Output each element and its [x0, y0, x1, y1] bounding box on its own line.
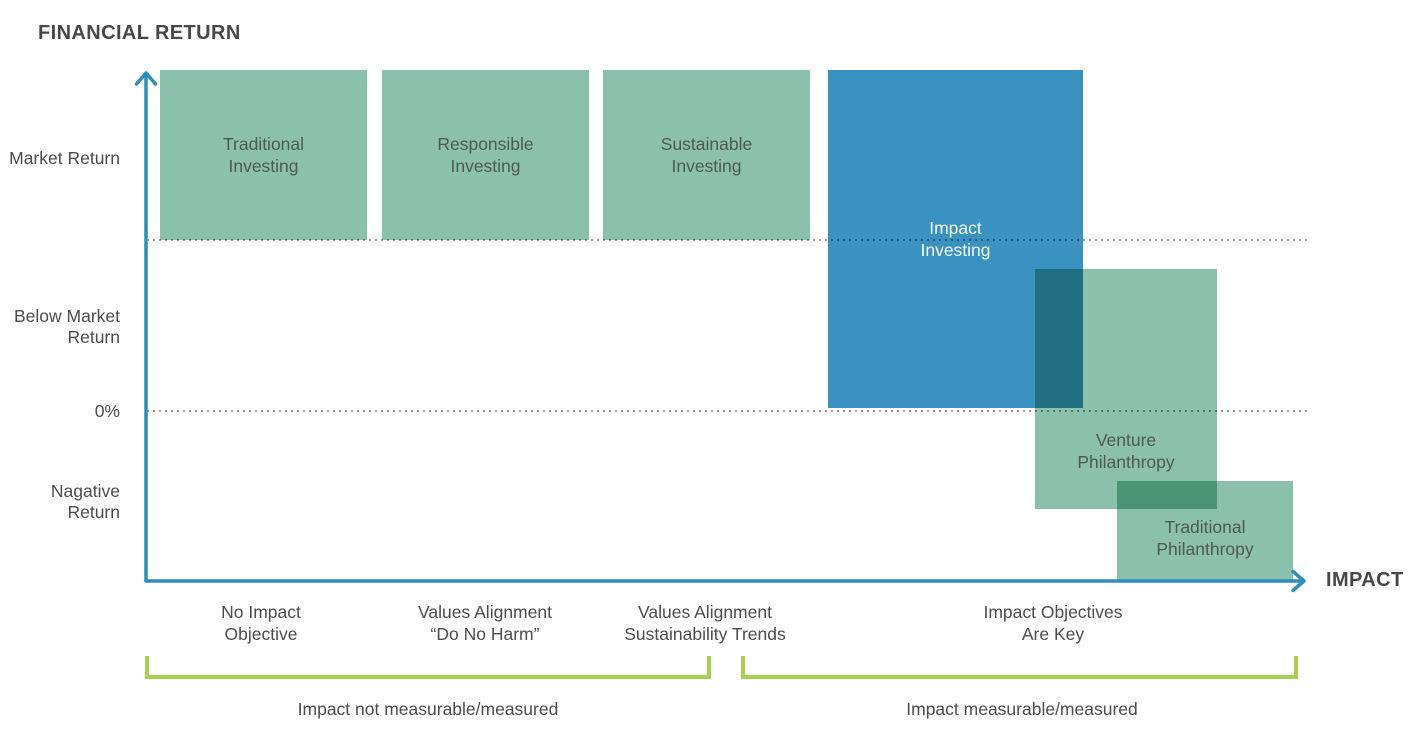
xtick-impact-objectives-are-key: Impact Objectives Are Key — [983, 602, 1123, 644]
bracket-measured — [741, 656, 1298, 679]
y-axis-arrowhead-icon — [134, 71, 158, 86]
zero-percent-gridline — [147, 410, 1308, 412]
x-axis-arrowhead-icon — [1291, 569, 1306, 593]
box-sustainable-investing: Sustainable Investing — [603, 70, 810, 240]
y-axis-title: FINANCIAL RETURN — [38, 22, 241, 44]
box-label: Impact Investing — [920, 218, 991, 260]
xtick-values-alignment-do-no-harm: Values Alignment “Do No Harm” — [418, 602, 552, 644]
x-axis-title: IMPACT — [1326, 569, 1404, 591]
bracket-not-measured — [145, 656, 711, 679]
box-venture-philanthropy: Venture Philanthropy — [1035, 269, 1217, 509]
box-responsible-investing: Responsible Investing — [382, 70, 589, 240]
box-traditional-philanthropy: Traditional Philanthropy — [1117, 481, 1293, 580]
bracket-label-measured: Impact measurable/measured — [906, 699, 1138, 719]
box-label: Sustainable Investing — [660, 134, 753, 176]
box-label: Responsible Investing — [437, 134, 534, 176]
box-label: Traditional Investing — [222, 134, 305, 176]
box-traditional-investing: Traditional Investing — [160, 70, 367, 240]
ytick-below-market-return: Below Market Return — [13, 306, 120, 347]
box-label: Traditional Philanthropy — [1156, 517, 1254, 559]
market-return-gridline — [147, 239, 1308, 241]
box-label: Venture Philanthropy — [1077, 430, 1175, 472]
ytick-negative-return: Nagative Return — [50, 481, 120, 522]
ytick-zero-percent: 0% — [94, 401, 120, 421]
xtick-values-alignment-sustainability-trends: Values Alignment Sustainability Trends — [624, 602, 786, 644]
bracket-label-not-measured: Impact not measurable/measured — [297, 699, 559, 719]
xtick-no-impact-objective: No Impact Objective — [221, 602, 301, 644]
ytick-market-return: Market Return — [9, 148, 120, 168]
